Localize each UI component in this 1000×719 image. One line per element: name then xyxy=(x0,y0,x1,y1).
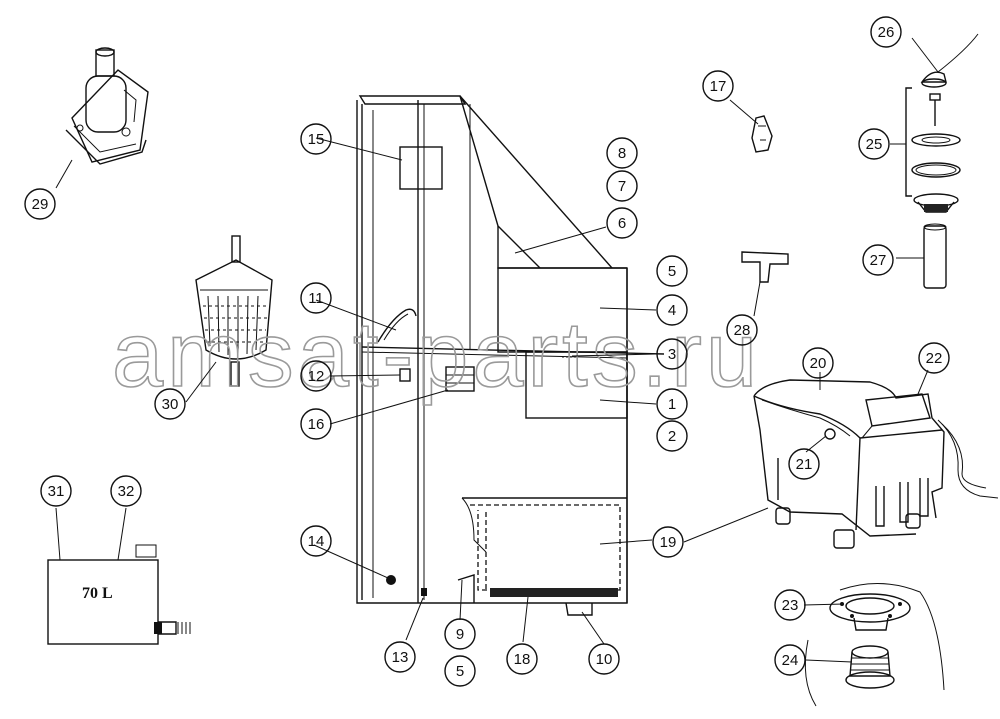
callout-8: 8 xyxy=(606,137,638,169)
callout-14: 14 xyxy=(300,525,332,557)
callout-19: 19 xyxy=(652,526,684,558)
callout-number: 13 xyxy=(392,649,409,666)
callout-5-upper: 5 xyxy=(656,255,688,287)
callout-18: 18 xyxy=(506,643,538,675)
callout-29: 29 xyxy=(24,188,56,220)
callout-number: 21 xyxy=(796,456,813,473)
callout-number: 15 xyxy=(308,131,325,148)
callout-24: 24 xyxy=(774,644,806,676)
clip-drawing xyxy=(751,115,773,153)
callout-number: 17 xyxy=(710,78,727,95)
cabinet xyxy=(356,95,665,616)
reservoir-drawing xyxy=(753,379,999,549)
callout-number: 32 xyxy=(118,483,135,500)
callout-27: 27 xyxy=(862,244,894,276)
callout-number: 1 xyxy=(668,396,676,413)
callout-6: 6 xyxy=(606,207,638,239)
callout-28: 28 xyxy=(726,314,758,346)
pump-motor-drawing xyxy=(65,47,149,165)
callout-number: 28 xyxy=(734,322,751,339)
callout-17: 17 xyxy=(702,70,734,102)
filter-drawing xyxy=(195,235,273,387)
callout-number: 6 xyxy=(618,215,626,232)
callout-23: 23 xyxy=(774,589,806,621)
callout-32: 32 xyxy=(110,475,142,507)
callout-31: 31 xyxy=(40,475,72,507)
callout-number: 2 xyxy=(668,428,676,445)
callout-number: 27 xyxy=(870,252,887,269)
callout-22: 22 xyxy=(918,342,950,374)
callout-9: 9 xyxy=(444,618,476,650)
callout-number: 9 xyxy=(456,626,464,643)
t-handle-drawing xyxy=(741,251,789,283)
callout-number: 12 xyxy=(308,368,325,385)
callout-3: 3 xyxy=(656,338,688,370)
callout-7: 7 xyxy=(606,170,638,202)
callout-2: 2 xyxy=(656,420,688,452)
callout-number: 4 xyxy=(668,302,676,319)
callout-16: 16 xyxy=(300,408,332,440)
callout-13: 13 xyxy=(384,641,416,673)
callout-5-lower: 5 xyxy=(444,655,476,687)
callout-4: 4 xyxy=(656,294,688,326)
callout-26: 26 xyxy=(870,16,902,48)
callout-number: 25 xyxy=(866,136,883,153)
callout-number: 7 xyxy=(618,178,626,195)
callout-number: 29 xyxy=(32,196,49,213)
watermark-text: amsat-parts.ru xyxy=(112,304,761,406)
flange-drawing xyxy=(804,583,945,707)
callout-number: 5 xyxy=(668,263,676,280)
callout-number: 24 xyxy=(782,652,799,669)
callout-number: 19 xyxy=(660,534,677,551)
tank-drawing: 70 L xyxy=(47,544,191,645)
callout-12: 12 xyxy=(300,360,332,392)
callout-1: 1 xyxy=(656,388,688,420)
callout-number: 20 xyxy=(810,355,827,372)
callout-number: 3 xyxy=(668,346,676,363)
callout-number: 10 xyxy=(596,651,613,668)
callout-number: 5 xyxy=(456,663,464,680)
callout-25: 25 xyxy=(858,128,890,160)
callout-30: 30 xyxy=(154,388,186,420)
callout-10: 10 xyxy=(588,643,620,675)
callout-number: 31 xyxy=(48,483,65,500)
callout-number: 22 xyxy=(926,350,943,367)
callout-number: 30 xyxy=(162,396,179,413)
valve-stack-drawing xyxy=(905,33,979,289)
callout-number: 16 xyxy=(308,416,325,433)
callout-11: 11 xyxy=(300,282,332,314)
callout-number: 23 xyxy=(782,597,799,614)
callout-number: 26 xyxy=(878,24,895,41)
callout-number: 8 xyxy=(618,145,626,162)
callout-number: 14 xyxy=(308,533,325,550)
callout-15: 15 xyxy=(300,123,332,155)
tank-capacity-label: 70 L xyxy=(82,585,113,602)
leader-lines xyxy=(55,37,939,663)
callout-20: 20 xyxy=(802,347,834,379)
callout-number: 11 xyxy=(308,290,324,307)
callout-number: 18 xyxy=(514,651,531,668)
callout-21: 21 xyxy=(788,448,820,480)
